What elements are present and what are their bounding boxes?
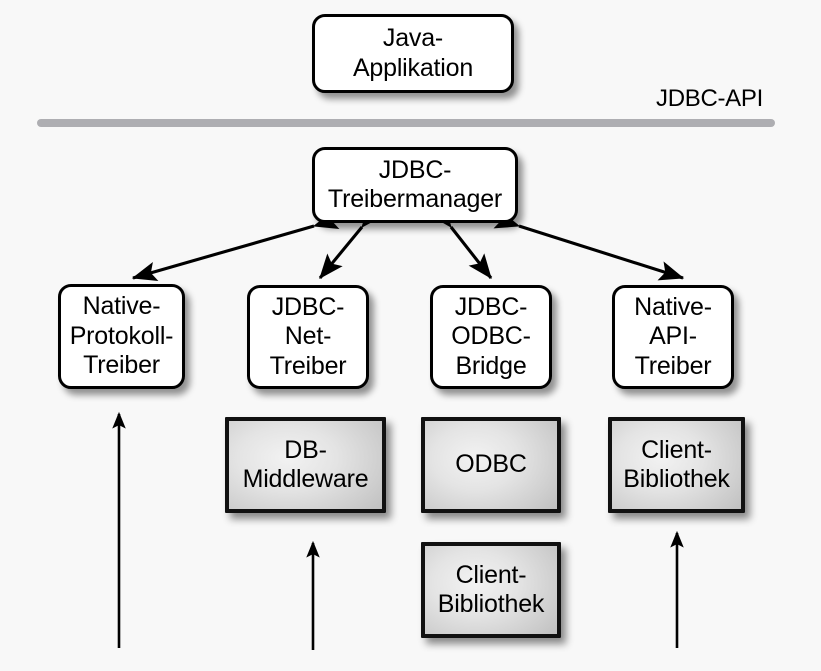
node-client-bibliothek-middle[interactable]: Client- Bibliothek (421, 542, 561, 638)
node-native-protokoll-treiber[interactable]: Native- Protokoll- Treiber (58, 284, 185, 389)
node-client-bibliothek-right[interactable]: Client- Bibliothek (608, 417, 745, 513)
node-jdbc-treibermanager[interactable]: JDBC- Treibermanager (312, 147, 518, 223)
node-db-middleware[interactable]: DB- Middleware (225, 417, 386, 513)
node-jdbc-odbc-bridge[interactable]: JDBC- ODBC- Bridge (430, 285, 552, 389)
node-native-api-treiber[interactable]: Native- API- Treiber (612, 285, 734, 389)
node-odbc[interactable]: ODBC (421, 417, 561, 513)
arrow-treibermanager-jdbc-odbc (428, 202, 493, 279)
arrow-treibermanager-native-api (493, 209, 685, 281)
arrow-treibermanager-jdbc-net (318, 202, 385, 279)
node-java-applikation[interactable]: Java- Applikation (312, 14, 514, 93)
jdbc-api-separator-line (37, 119, 775, 127)
arrow-treibermanager-native-protokoll (131, 209, 340, 282)
jdbc-api-label: JDBC-API (656, 85, 763, 112)
node-jdbc-net-treiber[interactable]: JDBC- Net- Treiber (247, 285, 369, 389)
